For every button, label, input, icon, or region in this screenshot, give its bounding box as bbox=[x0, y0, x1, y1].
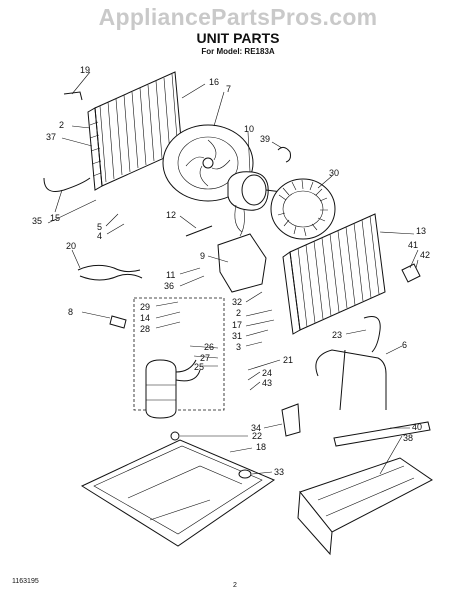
callout-18: 18 bbox=[256, 442, 266, 452]
capacitor bbox=[109, 315, 127, 329]
callout-23: 23 bbox=[332, 330, 342, 340]
callout-22: 22 bbox=[252, 431, 262, 441]
callout-29: 29 bbox=[140, 302, 150, 312]
diagram-title: UNIT PARTS bbox=[196, 30, 280, 46]
callout-16: 16 bbox=[209, 77, 219, 87]
callout-5: 5 bbox=[97, 222, 102, 232]
callout-35: 35 bbox=[32, 216, 42, 226]
callout-24: 24 bbox=[262, 368, 272, 378]
leader-lines bbox=[47, 71, 419, 475]
callout-9: 9 bbox=[200, 251, 205, 261]
callout-20: 20 bbox=[66, 241, 76, 251]
callout-14: 14 bbox=[140, 313, 150, 323]
callout-28: 28 bbox=[140, 324, 150, 334]
fan-motor bbox=[227, 171, 283, 237]
callout-26: 26 bbox=[204, 342, 214, 352]
callout-15: 15 bbox=[50, 213, 60, 223]
callout-2b: 2 bbox=[236, 308, 241, 318]
grommet bbox=[170, 431, 180, 441]
callout-12: 12 bbox=[166, 210, 176, 220]
retainer-clip bbox=[63, 91, 83, 101]
document-number: 1163195 bbox=[12, 578, 39, 585]
callout-31: 31 bbox=[232, 331, 242, 341]
callout-36: 36 bbox=[164, 281, 174, 291]
callout-labels: 19 16 7 2 37 10 39 30 15 35 5 4 12 13 41… bbox=[32, 65, 430, 477]
control-bracket bbox=[217, 233, 267, 293]
callout-34: 34 bbox=[251, 423, 261, 433]
clamp-bracket bbox=[281, 403, 301, 437]
callout-4: 4 bbox=[97, 231, 102, 241]
wire-harness bbox=[77, 264, 143, 281]
control-box-outline bbox=[133, 297, 225, 411]
motor-clip bbox=[277, 146, 291, 163]
callout-13: 13 bbox=[416, 226, 426, 236]
callout-17: 17 bbox=[232, 320, 242, 330]
diagram-subtitle: For Model: RE183A bbox=[201, 47, 275, 56]
callout-43: 43 bbox=[262, 378, 272, 388]
evaporator-coil bbox=[282, 213, 386, 335]
callout-19: 19 bbox=[80, 65, 90, 75]
mounting-foot bbox=[238, 469, 252, 479]
compressor bbox=[145, 359, 201, 419]
inlet-tube bbox=[43, 177, 91, 192]
condenser-coil bbox=[87, 71, 183, 191]
callout-40: 40 bbox=[412, 422, 422, 432]
support-bracket bbox=[401, 263, 421, 283]
watermark: AppliancePartsPros.com bbox=[98, 4, 378, 30]
page-number: 2 bbox=[233, 582, 237, 589]
callout-32: 32 bbox=[232, 297, 242, 307]
callout-6: 6 bbox=[402, 340, 407, 350]
tie-strap bbox=[185, 225, 213, 237]
base-pan bbox=[80, 439, 276, 547]
callout-42: 42 bbox=[420, 250, 430, 260]
callout-7: 7 bbox=[226, 84, 231, 94]
drain-pan bbox=[297, 421, 433, 556]
callout-37: 37 bbox=[46, 132, 56, 142]
callout-11: 11 bbox=[166, 270, 175, 280]
discharge-tube bbox=[315, 349, 387, 411]
callout-10: 10 bbox=[244, 124, 254, 134]
callout-38: 38 bbox=[403, 433, 413, 443]
callout-25: 25 bbox=[194, 362, 204, 372]
callout-33: 33 bbox=[274, 467, 284, 477]
blower-wheel bbox=[270, 178, 336, 240]
callout-8: 8 bbox=[68, 307, 73, 317]
suction-tube bbox=[363, 316, 381, 353]
callout-2: 2 bbox=[59, 120, 64, 130]
callout-27: 27 bbox=[200, 353, 210, 363]
callout-30: 30 bbox=[329, 168, 339, 178]
callout-21: 21 bbox=[283, 355, 293, 365]
callout-3: 3 bbox=[236, 342, 241, 352]
callout-41: 41 bbox=[408, 240, 418, 250]
callout-39: 39 bbox=[260, 134, 270, 144]
